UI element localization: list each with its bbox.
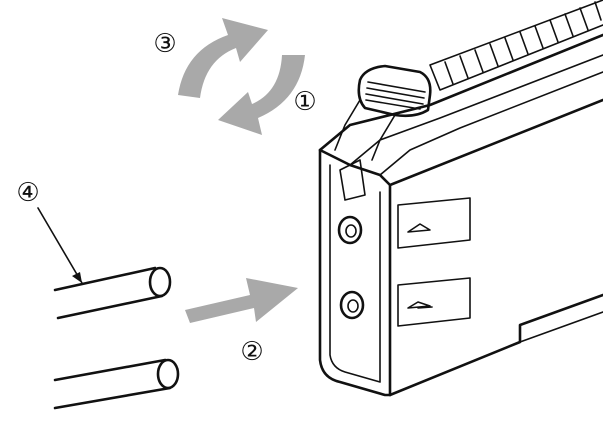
front-face-inner [329, 164, 381, 383]
fiber-cables [37, 207, 180, 410]
amplifier-unit [318, 0, 603, 397]
top-cap-inner [349, 54, 603, 166]
lever-hinge [334, 99, 396, 161]
callout-4-label: ④ [16, 178, 39, 208]
upper-label-band [397, 197, 471, 249]
step-2-insert-arrow [185, 278, 298, 323]
lower-fiber-port [339, 290, 365, 320]
callout-3-label: ③ [153, 29, 176, 59]
lower-fiber-cable [53, 358, 180, 410]
body-foot [519, 311, 603, 343]
front-clip [339, 159, 366, 201]
callout-4-arrowhead [72, 272, 82, 283]
top-cap [318, 33, 603, 152]
vent-ribs [444, 1, 602, 85]
receive-direction-icon [407, 301, 433, 309]
callout-1: ① [293, 87, 316, 117]
upper-fiber-cable [53, 266, 172, 320]
top-cap-ridge [379, 71, 603, 176]
callout-2: ② [240, 337, 263, 367]
callout-4: ④ [16, 178, 39, 208]
body-bottom-edge [388, 293, 603, 397]
step-1-close-arrow [218, 55, 305, 135]
callout-2-label: ② [240, 337, 263, 367]
callout-3: ③ [153, 29, 176, 59]
lock-lever [357, 64, 432, 118]
callout-4-leader [37, 207, 83, 284]
lower-label-band [397, 277, 471, 327]
step-3-open-arrow [178, 18, 268, 98]
front-face [318, 148, 392, 397]
vent-strip [429, 0, 603, 91]
upper-fiber-port [337, 215, 363, 245]
callout-1-label: ① [293, 87, 316, 117]
emit-direction-icon [407, 223, 431, 233]
lever-grip [365, 81, 426, 110]
body-top-edge [388, 98, 603, 187]
